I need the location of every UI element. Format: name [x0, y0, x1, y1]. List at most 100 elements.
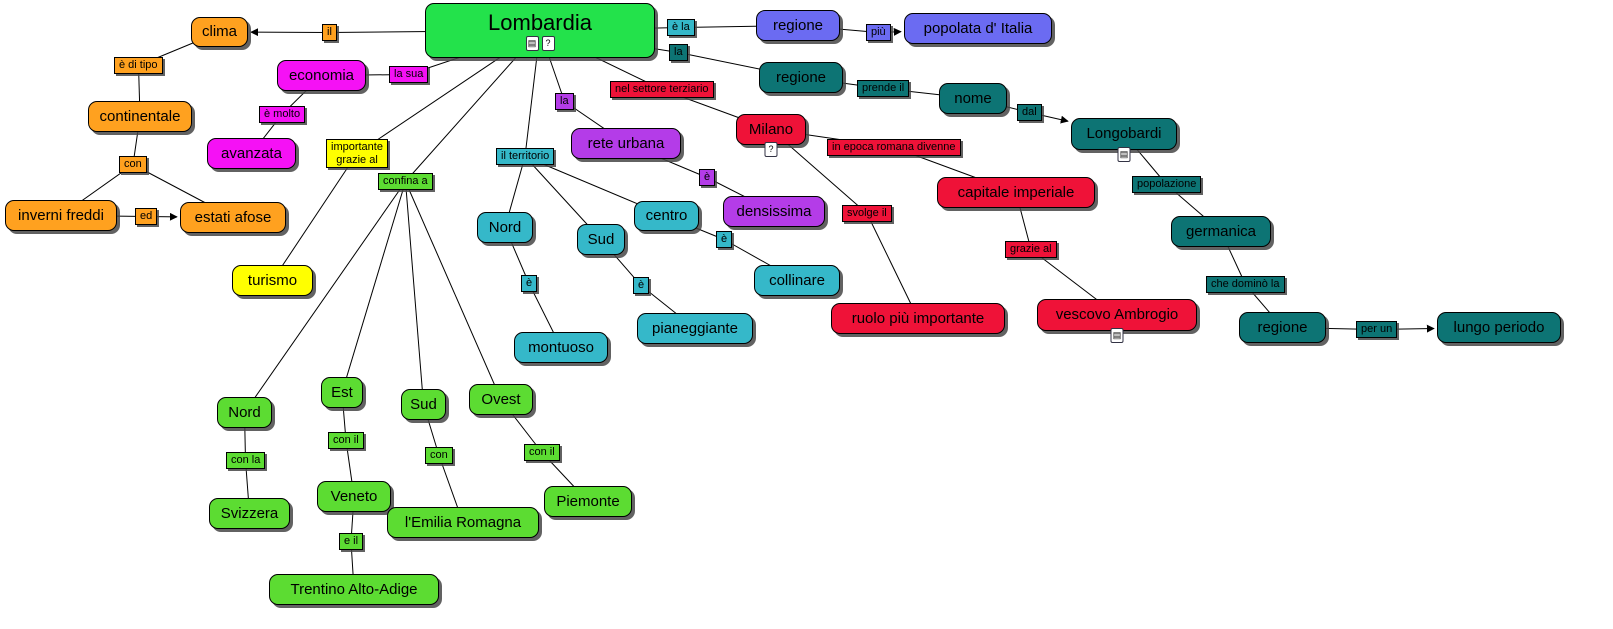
node-ruolo[interactable]: ruolo più importante — [831, 303, 1005, 334]
node-svizzera[interactable]: Svizzera — [209, 498, 290, 529]
link-label-che_domino[interactable]: che dominò la — [1206, 276, 1285, 293]
link-label-con_clima[interactable]: con — [119, 156, 147, 173]
node-est_conf-text: Est — [331, 383, 353, 401]
link-label-con_il_est[interactable]: con il — [328, 432, 364, 449]
link-label-nel_settore-text: nel settore terziario — [615, 83, 709, 95]
node-estati_afose[interactable]: estati afose — [180, 202, 286, 233]
node-trentino[interactable]: Trentino Alto-Adige — [269, 574, 439, 605]
node-vescovo-text: vescovo Ambrogio — [1055, 306, 1179, 324]
node-nome-text: nome — [954, 89, 992, 107]
node-centro[interactable]: centro — [634, 201, 699, 231]
node-centro-text: centro — [645, 207, 688, 225]
node-avanzata[interactable]: avanzata — [207, 138, 296, 169]
resource-icons: ▤? — [525, 36, 555, 52]
node-nord_conf[interactable]: Nord — [217, 397, 272, 428]
link-label-e_molto[interactable]: è molto — [259, 106, 306, 123]
edge-confina_a-to-ovest_conf — [405, 181, 502, 400]
node-nome[interactable]: nome — [939, 83, 1007, 114]
link-label-importante[interactable]: importante grazie al — [326, 139, 388, 169]
link-label-per_un[interactable]: per un — [1356, 321, 1398, 338]
link-label-la_regione[interactable]: la — [669, 44, 688, 61]
node-turismo[interactable]: turismo — [232, 265, 313, 296]
node-regione_teal2[interactable]: regione — [1239, 312, 1326, 343]
node-avanzata-text: avanzata — [221, 144, 282, 162]
document-icon[interactable]: ▤ — [1117, 147, 1131, 162]
node-continentale[interactable]: continentale — [88, 101, 192, 132]
link-label-popolazione[interactable]: popolazione — [1132, 176, 1202, 193]
link-label-il_territorio-text: il territorio — [501, 150, 550, 162]
node-nord_terr[interactable]: Nord — [477, 212, 533, 243]
link-label-e_sud[interactable]: è — [633, 277, 650, 294]
link-label-e_rete-text: è — [704, 171, 711, 183]
link-label-con_la-text: con la — [231, 454, 261, 466]
node-milano-text: Milano — [748, 120, 794, 138]
link-label-con_sud-text: con — [430, 449, 448, 461]
question-icon[interactable]: ? — [541, 36, 555, 52]
node-montuoso[interactable]: montuoso — [514, 332, 608, 363]
link-label-con_il_ovest-text: con il — [529, 446, 555, 458]
link-label-con_sud[interactable]: con — [425, 447, 453, 464]
link-label-e_rete[interactable]: è — [699, 169, 716, 186]
link-label-confina_a[interactable]: confina a — [378, 173, 433, 190]
link-label-ed-text: ed — [140, 210, 153, 222]
node-popolata[interactable]: popolata d' Italia — [904, 13, 1052, 44]
link-label-svolge_il[interactable]: svolge il — [842, 205, 892, 222]
link-label-e_nord-text: è — [526, 277, 533, 289]
link-label-dal[interactable]: dal — [1017, 104, 1042, 121]
link-label-e_la[interactable]: è la — [667, 19, 695, 36]
node-sud_conf-text: Sud — [410, 395, 437, 413]
node-nord_terr-text: Nord — [488, 218, 522, 236]
node-lombardia[interactable]: Lombardia▤? — [425, 3, 655, 58]
link-label-e_di_tipo-text: è di tipo — [119, 59, 158, 71]
node-sud_conf[interactable]: Sud — [401, 389, 446, 420]
link-label-e_nord[interactable]: è — [521, 275, 538, 292]
link-label-con_la[interactable]: con la — [226, 452, 266, 469]
node-germanica[interactable]: germanica — [1171, 216, 1271, 247]
node-capitale_imperiale[interactable]: capitale imperiale — [937, 177, 1095, 208]
link-label-e_centro[interactable]: è — [716, 231, 733, 248]
node-rete_urbana[interactable]: rete urbana — [571, 128, 681, 159]
node-turismo-text: turismo — [247, 271, 298, 289]
link-label-in_epoca[interactable]: in epoca romana divenne — [827, 139, 961, 156]
node-milano[interactable]: Milano? — [736, 114, 806, 157]
node-ovest_conf[interactable]: Ovest — [469, 384, 533, 415]
link-label-e_il[interactable]: e il — [339, 533, 364, 550]
node-lungo_periodo[interactable]: lungo periodo — [1437, 312, 1561, 343]
link-label-piu[interactable]: più — [866, 24, 891, 41]
node-veneto[interactable]: Veneto — [317, 481, 391, 512]
link-label-e_di_tipo[interactable]: è di tipo — [114, 57, 163, 74]
node-continentale-text: continentale — [99, 107, 181, 125]
node-regione_teal[interactable]: regione — [759, 62, 843, 93]
document-icon[interactable]: ▤ — [525, 36, 539, 52]
link-label-la_sua[interactable]: la sua — [389, 66, 429, 83]
document-icon[interactable]: ▤ — [1110, 328, 1124, 343]
node-inverni_freddi[interactable]: inverni freddi — [5, 200, 117, 231]
node-densissima[interactable]: densissima — [723, 196, 825, 227]
link-label-il_territorio[interactable]: il territorio — [496, 148, 555, 165]
edge-importante-to-turismo — [272, 153, 358, 281]
resource-icons: ▤ — [1117, 147, 1131, 162]
question-icon[interactable]: ? — [764, 142, 778, 157]
node-emilia[interactable]: l'Emilia Romagna — [387, 507, 539, 538]
link-label-ed[interactable]: ed — [135, 208, 158, 225]
node-pianeggiante[interactable]: pianeggiante — [637, 313, 753, 344]
link-label-in_epoca-text: in epoca romana divenne — [832, 141, 956, 153]
node-est_conf[interactable]: Est — [321, 377, 363, 408]
node-capitale_imperiale-text: capitale imperiale — [957, 183, 1075, 201]
node-economia[interactable]: economia — [277, 60, 366, 91]
link-label-prende_il[interactable]: prende il — [857, 80, 910, 97]
node-sud_terr[interactable]: Sud — [577, 224, 625, 255]
link-label-il[interactable]: il — [322, 24, 337, 41]
link-label-piu-text: più — [871, 26, 886, 38]
node-collinare[interactable]: collinare — [754, 265, 840, 296]
node-ruolo-text: ruolo più importante — [851, 309, 985, 327]
node-piemonte[interactable]: Piemonte — [544, 486, 632, 517]
link-label-nel_settore[interactable]: nel settore terziario — [610, 81, 714, 98]
node-clima[interactable]: clima — [191, 17, 248, 47]
node-longobardi[interactable]: Longobardi▤ — [1071, 118, 1177, 162]
link-label-con_il_ovest[interactable]: con il — [524, 444, 560, 461]
node-regione_blue[interactable]: regione — [756, 10, 840, 41]
link-label-la_rete[interactable]: la — [555, 93, 574, 110]
node-vescovo[interactable]: vescovo Ambrogio ▤ — [1037, 299, 1197, 343]
link-label-grazie_al[interactable]: grazie al — [1005, 241, 1057, 258]
